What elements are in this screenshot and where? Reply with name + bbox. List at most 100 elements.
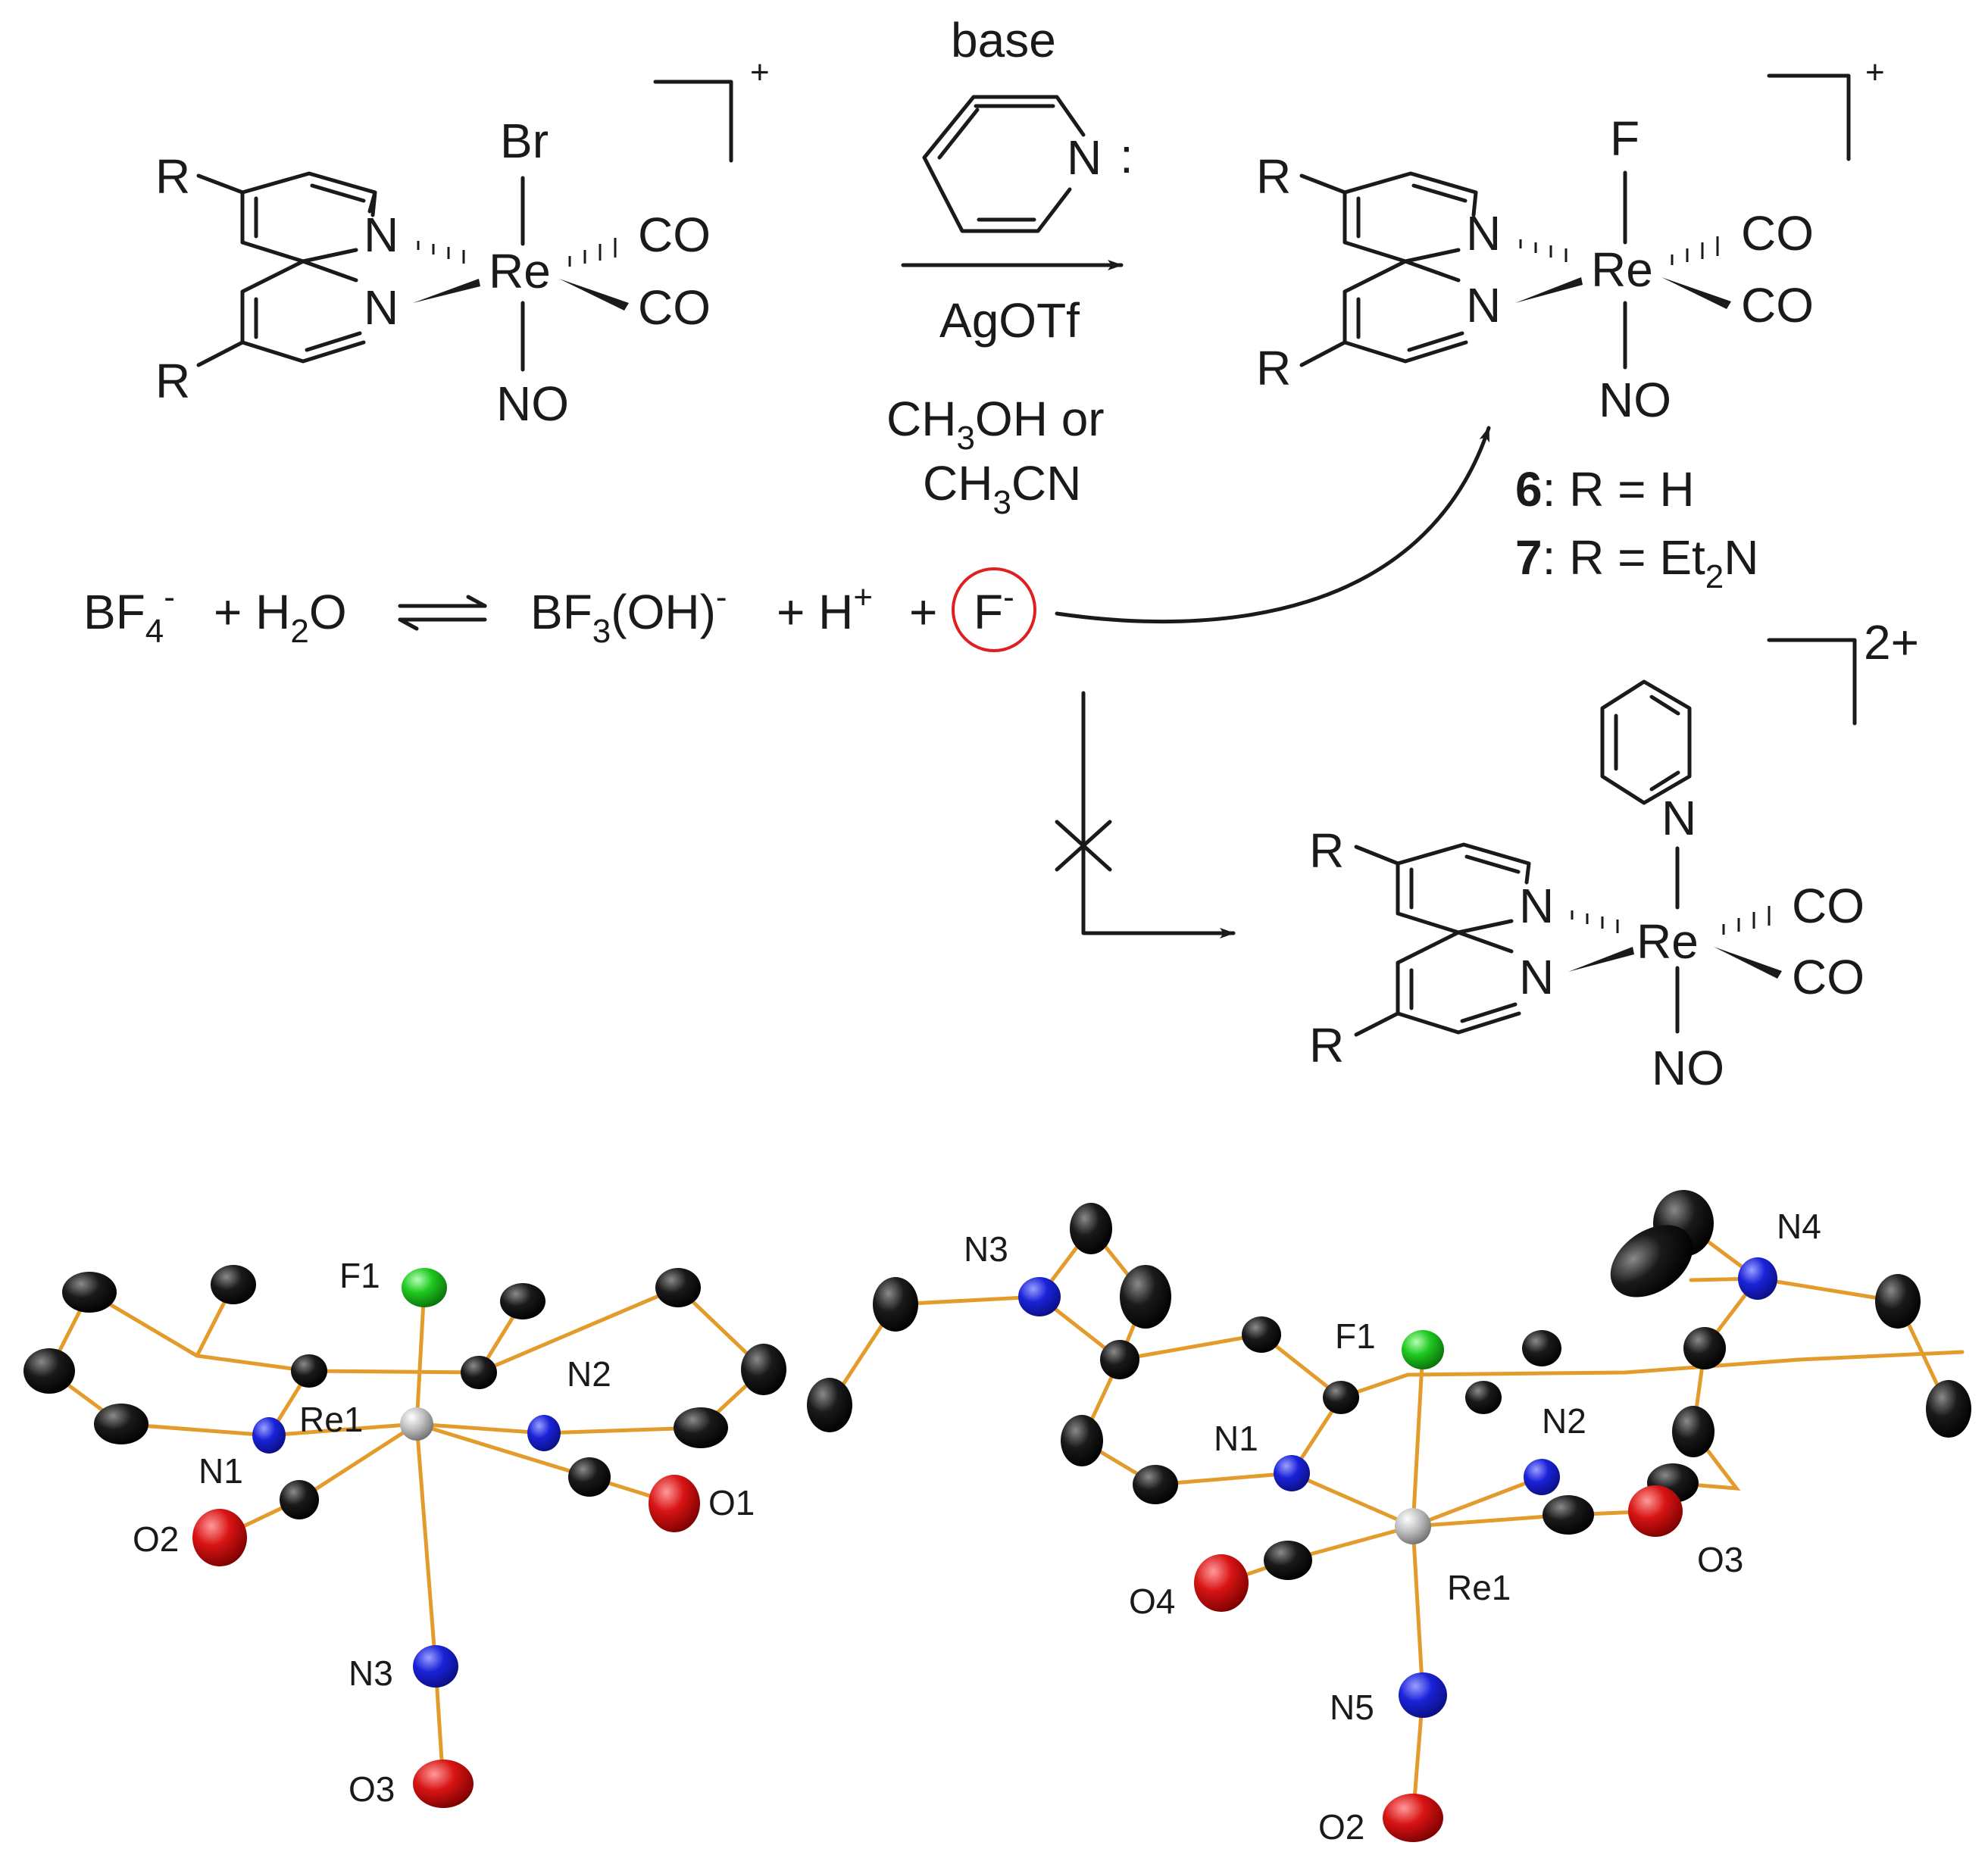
pyridine-base-ring (922, 95, 1086, 233)
fluorine-atom (402, 1268, 447, 1307)
oxygen-atom (1383, 1794, 1443, 1842)
reactant-br-label: Br (500, 114, 549, 168)
wedge-bond (1714, 947, 1782, 979)
carbon-atom (23, 1348, 75, 1394)
product-n-top: N (1466, 206, 1501, 261)
cross-mark (1055, 820, 1112, 872)
pyridine-complex-not-formed: N Re N N CO CO NO R R 2+ (1309, 615, 1919, 1095)
product-co2-label: CO (1741, 278, 1814, 333)
label-o1: O1 (708, 1483, 755, 1522)
carbon-atom (1323, 1381, 1359, 1414)
carbon-atom (1875, 1274, 1921, 1329)
complex-n-top: N (1519, 879, 1554, 933)
carbon-atom (873, 1277, 918, 1332)
label-n2: N2 (567, 1354, 611, 1394)
carbon-atom (62, 1272, 117, 1313)
product-complex: F Re N N CO CO NO R R + 6: R = H 7: R = … (1256, 54, 1885, 595)
carbon-atom (1683, 1327, 1726, 1369)
label-o4: O4 (1129, 1582, 1175, 1621)
bf4-term: BF4- (83, 579, 175, 650)
oxygen-atom (1628, 1485, 1683, 1537)
product-charge: + (1865, 54, 1885, 91)
label-re1: Re1 (1447, 1568, 1511, 1607)
label-n4: N4 (1777, 1207, 1821, 1246)
blocked-pathway (1055, 691, 1236, 938)
label-o2: O2 (1318, 1807, 1364, 1847)
nitrogen-atom (252, 1417, 286, 1454)
wedge-bond (1568, 947, 1634, 972)
complex-no-label: NO (1652, 1041, 1724, 1095)
carbon-atom (1133, 1465, 1178, 1504)
carbon-atom (741, 1344, 786, 1395)
carbon-atom (1543, 1495, 1594, 1535)
carbon-atom (1264, 1541, 1312, 1580)
label-o3: O3 (1697, 1540, 1743, 1579)
carbon-atom (674, 1407, 728, 1448)
fluorine-atom (1402, 1330, 1444, 1369)
reactant-r-bottom: R (155, 354, 190, 408)
bf3oh-term: BF3(OH)- (530, 579, 727, 650)
carbon-atom (291, 1354, 327, 1388)
product-n-bottom: N (1466, 278, 1501, 333)
nitrogen-atom (527, 1415, 561, 1451)
oxygen-atom (649, 1475, 700, 1532)
reactant-re-label: Re (489, 244, 551, 298)
reactant-co1-label: CO (638, 208, 711, 262)
axial-pyridine (1600, 679, 1692, 805)
fluoride-highlight-circle (952, 567, 1036, 652)
nitrogen-atom (1524, 1459, 1560, 1495)
bipyridine-lower (1354, 930, 1521, 1037)
fluoride-equilibrium: BF4- + H2O BF3(OH)- + H+ + F- (83, 426, 1491, 652)
carbon-atom (211, 1265, 256, 1304)
fluoride-transfer-arrow (1055, 426, 1491, 624)
carbon-atom (655, 1268, 701, 1307)
reactant-co2-label: CO (638, 280, 711, 335)
nitrogen-atom (413, 1645, 458, 1688)
lone-pair: : (1120, 129, 1133, 183)
product-no-label: NO (1599, 373, 1671, 427)
carbon-atom (1465, 1381, 1502, 1414)
solvent-line-1: CH3OH or (886, 392, 1105, 457)
carbon-atom (461, 1356, 497, 1389)
reactant-r-top: R (155, 149, 190, 204)
carbon-atom (500, 1283, 545, 1319)
complex-re-label: Re (1636, 914, 1699, 969)
complex-r-top: R (1309, 823, 1344, 878)
wedge-bond (1661, 277, 1731, 309)
carbon-atom (1120, 1265, 1171, 1329)
compound-7-label: 7: R = Et2N (1515, 530, 1758, 595)
reagent-label: AgOTf (939, 293, 1080, 348)
label-re1: Re1 (299, 1400, 363, 1439)
complex-co2-label: CO (1792, 950, 1865, 1004)
water-term: + H2O (214, 585, 347, 650)
base-label: base (951, 13, 1056, 67)
nitrogen-atom (1018, 1277, 1061, 1316)
reactant-lower-pyridine (196, 259, 366, 367)
reaction-conditions: base N : AgOTf CH3OH or CH3CN (886, 13, 1133, 521)
nitrogen-atom (1274, 1455, 1310, 1491)
equilibrium-arrows (398, 595, 487, 631)
label-f1: F1 (339, 1256, 380, 1295)
carbon-atom (807, 1378, 852, 1432)
hash-bond (417, 241, 465, 264)
proton-term: + H+ (777, 579, 873, 639)
label-f1: F1 (1335, 1316, 1376, 1356)
hash-bond (1671, 236, 1719, 265)
label-n1: N1 (198, 1451, 243, 1491)
product-co1-label: CO (1741, 206, 1814, 261)
fluoride-term: F- (974, 579, 1014, 639)
blocked-arrow (1081, 691, 1236, 938)
carbon-atom (94, 1404, 148, 1444)
nitrogen-atom (1399, 1672, 1447, 1718)
carbon-atom (1610, 1225, 1693, 1297)
complex-charge: 2+ (1864, 615, 1919, 670)
rhenium-atom (400, 1407, 433, 1441)
structure-right-atoms (807, 1190, 1971, 1842)
bipyridine-upper (1354, 842, 1531, 935)
reactant-n-top: N (364, 208, 399, 262)
crystal-structure-left: F1 N1 N2 Re1 O1 O2 N3 O3 (23, 1256, 786, 1809)
label-n2: N2 (1542, 1401, 1586, 1441)
reactant-charge: + (750, 54, 770, 91)
label-n1: N1 (1214, 1419, 1258, 1458)
